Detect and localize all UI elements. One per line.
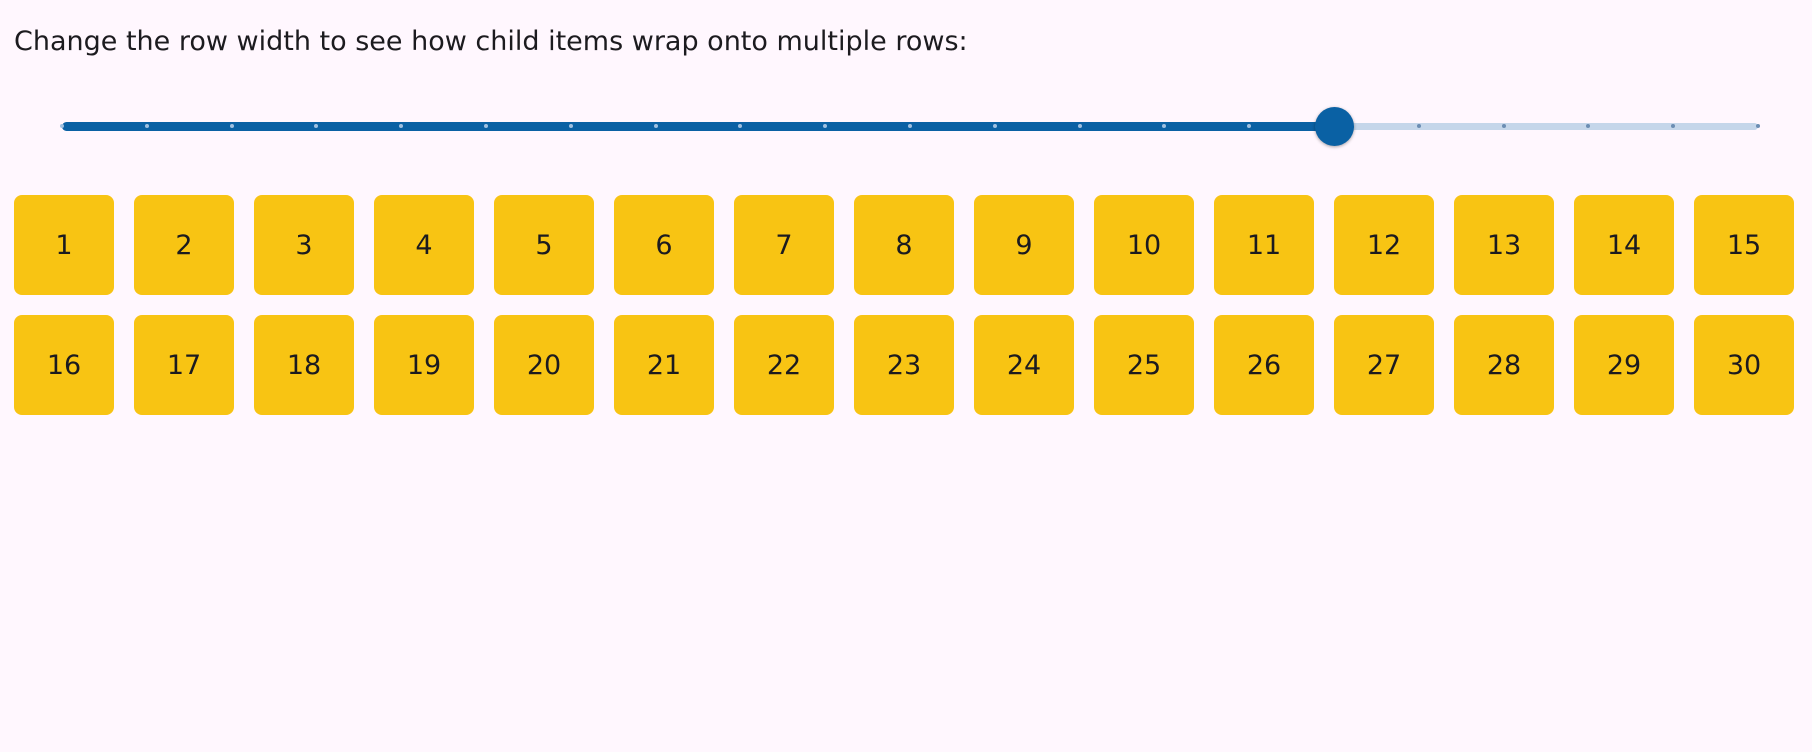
slider-tick	[314, 124, 319, 128]
wrap-item: 12	[1334, 195, 1434, 295]
wrap-item: 17	[134, 315, 234, 415]
instruction-text: Change the row width to see how child it…	[14, 26, 968, 57]
slider-tick	[568, 124, 573, 128]
slider-tick	[1756, 124, 1760, 128]
wrap-item: 15	[1694, 195, 1794, 295]
slider-tick	[1501, 124, 1506, 128]
slider-tick	[484, 124, 488, 128]
wrap-item: 26	[1214, 315, 1314, 415]
wrap-item: 1	[14, 195, 114, 295]
slider-tick	[823, 124, 828, 128]
wrap-item: 18	[254, 315, 354, 415]
wrap-item: 6	[614, 195, 714, 295]
wrap-item: 10	[1094, 195, 1194, 295]
slider-tick	[1247, 124, 1252, 128]
wrap-item: 27	[1334, 315, 1434, 415]
slider-thumb[interactable]	[1314, 107, 1354, 146]
wrap-item: 22	[734, 315, 834, 415]
wrap-item: 28	[1454, 315, 1554, 415]
wrap-item: 11	[1214, 195, 1314, 295]
slider-tick	[738, 124, 743, 128]
wrap-item: 30	[1694, 315, 1794, 415]
slider-tick	[144, 124, 149, 128]
slider-tick	[1586, 124, 1591, 128]
wrap-item: 13	[1454, 195, 1554, 295]
slider-tick	[1162, 124, 1167, 128]
wrap-item: 14	[1574, 195, 1674, 295]
slider-tick	[60, 124, 64, 128]
slider-tick	[399, 124, 404, 128]
wrap-item: 25	[1094, 315, 1194, 415]
row-width-slider[interactable]	[60, 100, 1760, 154]
slider-tick	[992, 124, 997, 128]
slider-tick	[229, 124, 234, 128]
slider-tick	[1671, 124, 1676, 128]
wrap-item: 29	[1574, 315, 1674, 415]
wrap-item: 3	[254, 195, 354, 295]
wrap-item: 20	[494, 315, 594, 415]
slider-track-active[interactable]	[62, 122, 1334, 131]
wrap-item: 23	[854, 315, 954, 415]
slider-tick	[653, 124, 658, 128]
wrap-item: 5	[494, 195, 594, 295]
wrap-item: 7	[734, 195, 834, 295]
wrap-item: 24	[974, 315, 1074, 415]
wrap-item: 4	[374, 195, 474, 295]
wrap-item: 16	[14, 315, 114, 415]
wrap-item: 19	[374, 315, 474, 415]
slider-tick	[1416, 124, 1421, 128]
wrap-item: 8	[854, 195, 954, 295]
wrap-item: 2	[134, 195, 234, 295]
slider-tick	[908, 124, 912, 128]
wrap-item: 21	[614, 315, 714, 415]
slider-tick	[1077, 124, 1082, 128]
wrap-item: 9	[974, 195, 1074, 295]
